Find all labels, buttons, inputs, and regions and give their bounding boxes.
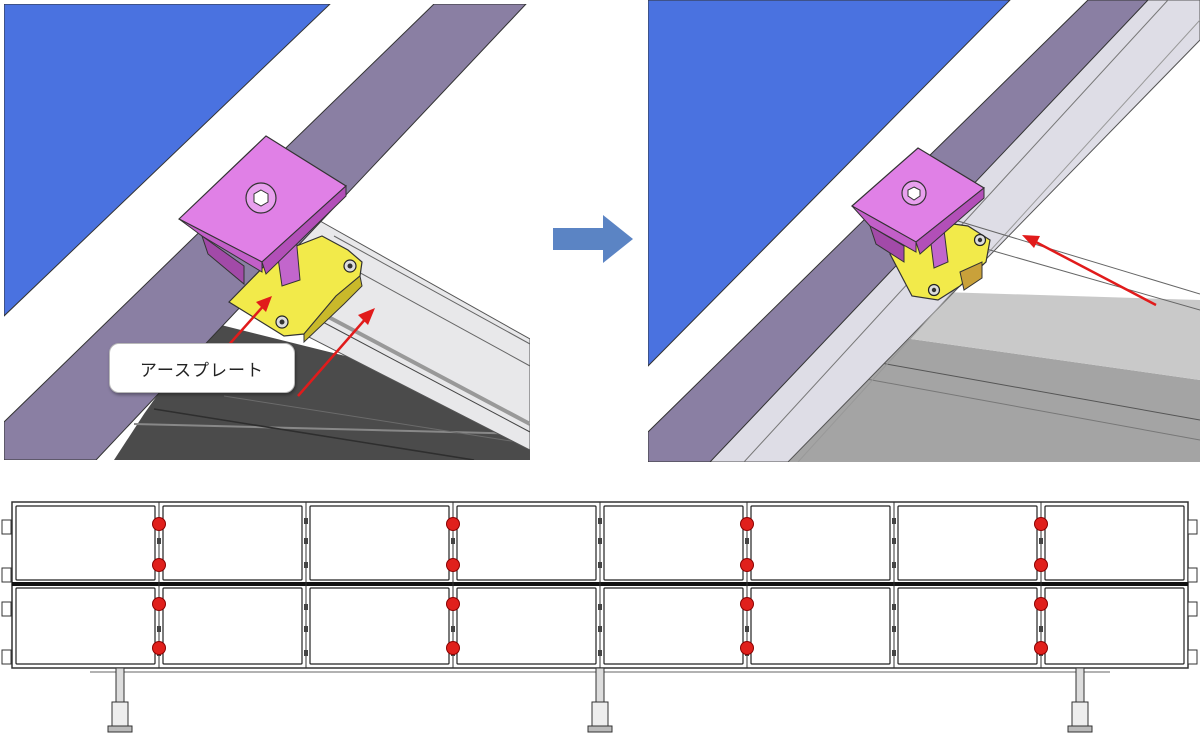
joint-clamp: [598, 626, 602, 632]
earth-plate-marker: [740, 641, 754, 655]
joint-clamp: [157, 626, 161, 632]
end-bracket: [1, 567, 12, 583]
detail-after-panel: [648, 0, 1200, 462]
earth-plate-marker: [152, 558, 166, 572]
joint-clamp: [598, 650, 602, 656]
solar-module: [1044, 505, 1185, 581]
joint-clamp: [598, 518, 602, 524]
solar-module: [456, 587, 597, 665]
joint-clamp: [304, 562, 308, 568]
earth-plate-marker: [740, 597, 754, 611]
solar-module: [603, 505, 744, 581]
joint-clamp: [304, 626, 308, 632]
earth-plate-marker: [446, 597, 460, 611]
solar-module: [15, 505, 156, 581]
step-arrow-icon: [553, 215, 633, 263]
solar-module: [309, 587, 450, 665]
solar-module: [750, 505, 891, 581]
solar-module: [15, 587, 156, 665]
solar-panel-module: [648, 0, 1011, 367]
earth-plate-marker: [1034, 597, 1048, 611]
joint-clamp: [157, 538, 161, 544]
solar-panel-module: [4, 4, 331, 317]
end-bracket: [1, 601, 12, 617]
joint-clamp: [304, 518, 308, 524]
earth-plate-marker: [152, 641, 166, 655]
support-post: [1067, 667, 1093, 733]
joint-clamp: [892, 604, 896, 610]
solar-module: [750, 587, 891, 665]
joint-clamp: [598, 562, 602, 568]
support-post: [107, 667, 133, 733]
joint-clamp: [598, 604, 602, 610]
joint-clamp: [892, 626, 896, 632]
joint-clamp: [745, 626, 749, 632]
solar-module: [162, 587, 303, 665]
solar-module: [162, 505, 303, 581]
joint-clamp: [892, 562, 896, 568]
solar-module: [897, 587, 1038, 665]
detail-after-drawing: [648, 0, 1200, 462]
joint-clamp: [892, 538, 896, 544]
earth-plate-marker: [446, 517, 460, 531]
earth-plate-marker: [152, 517, 166, 531]
solar-module: [897, 505, 1038, 581]
end-bracket: [1187, 601, 1198, 617]
joint-clamp: [1039, 626, 1043, 632]
earth-plate-marker: [740, 558, 754, 572]
earth-plate-marker: [446, 558, 460, 572]
earth-plate-marker: [1034, 641, 1048, 655]
end-bracket: [1187, 649, 1198, 665]
joint-clamp: [598, 538, 602, 544]
joint-clamp: [892, 650, 896, 656]
solar-module: [456, 505, 597, 581]
solar-module: [603, 587, 744, 665]
pointer-arrow: [297, 308, 375, 397]
earth-plate-marker: [446, 641, 460, 655]
end-bracket: [1187, 519, 1198, 535]
joint-clamp: [451, 626, 455, 632]
solar-module: [1044, 587, 1185, 665]
joint-clamp: [892, 518, 896, 524]
pointer-arrow: [1022, 235, 1157, 307]
joint-clamp: [304, 604, 308, 610]
earth-plate-label: アースプレート: [109, 343, 295, 393]
earth-plate: [228, 235, 363, 337]
joint-clamp: [304, 650, 308, 656]
earth-plate-marker: [152, 597, 166, 611]
pointer-arrow: [225, 296, 272, 349]
joint-clamp: [304, 538, 308, 544]
joint-clamp: [451, 538, 455, 544]
earth-plate-marker: [740, 517, 754, 531]
support-post: [587, 667, 613, 733]
earth-plate-marker: [1034, 558, 1048, 572]
end-bracket: [1, 519, 12, 535]
end-bracket: [1187, 567, 1198, 583]
earth-plate-marker: [1034, 517, 1048, 531]
solar-module: [309, 505, 450, 581]
joint-clamp: [745, 538, 749, 544]
joint-clamp: [1039, 538, 1043, 544]
array-elevation-diagram: [1, 501, 1198, 733]
end-bracket: [1, 649, 12, 665]
